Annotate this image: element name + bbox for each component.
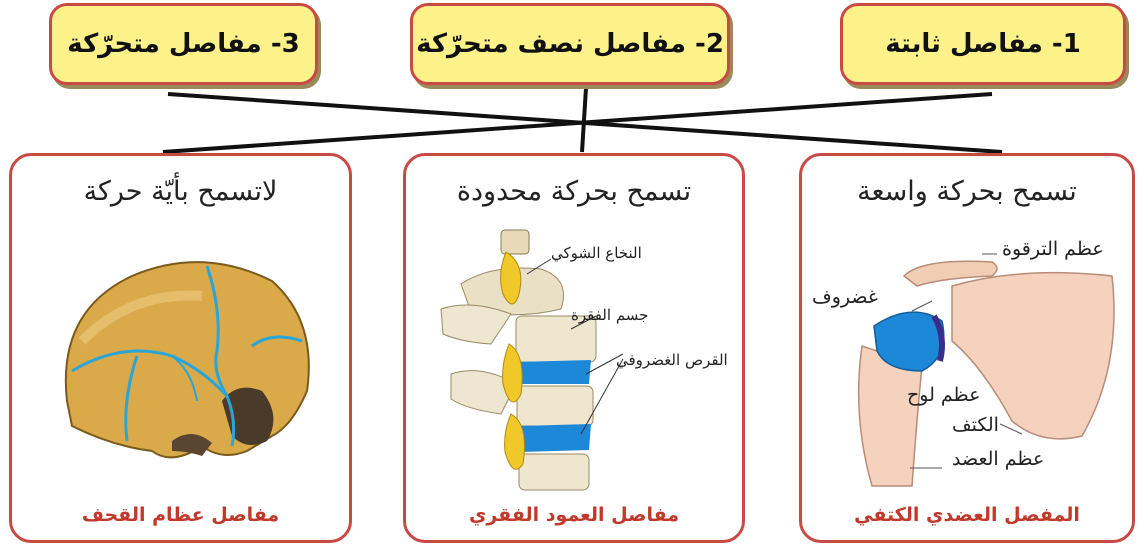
label-scapula-1: عظم لوح [907, 384, 981, 406]
spine-illustration [440, 229, 624, 491]
card-caption: المفصل العضدي الكتفي [854, 504, 1080, 526]
skull-illustration [64, 261, 310, 459]
header-semi-movable-joints: 2- مفاصل نصف متحرّكة [410, 3, 730, 85]
label-disc: القرص الغضروفي [616, 351, 728, 369]
card-caption: مفاصل العمود الفقري [468, 504, 680, 526]
card-spine-joint: تسمح بحركة محدودة النخاع الشوكي جسم الفق… [403, 153, 745, 543]
label-clavicle: عظم الترقوة [1002, 238, 1104, 260]
card-title: لاتسمح بأيّة حركة [83, 176, 278, 207]
label-humerus: عظم العضد [952, 448, 1045, 470]
shoulder-illustration [857, 253, 1115, 487]
header-semi-movable-joints-label: 2- مفاصل نصف متحرّكة [416, 29, 724, 59]
header-movable-joints: 3- مفاصل متحرّكة [49, 3, 318, 85]
connector-lines [162, 87, 1003, 154]
card-title: تسمح بحركة واسعة [857, 176, 1077, 207]
card-title: تسمح بحركة محدودة [456, 176, 692, 207]
label-spinal-cord: النخاع الشوكي [551, 244, 642, 262]
label-scapula-2: الكتف [952, 414, 999, 436]
header-fixed-joints-label: 1- مفاصل ثابتة [885, 29, 1081, 59]
card-caption: مفاصل عظام القحف [81, 504, 280, 526]
label-cartilage: غضروف [812, 286, 878, 308]
card-shoulder-joint: تسمح بحركة واسعة عظم الترقوة غضروف عظم ل… [799, 153, 1135, 543]
header-movable-joints-label: 3- مفاصل متحرّكة [67, 29, 300, 59]
header-fixed-joints: 1- مفاصل ثابتة [840, 3, 1126, 85]
label-vertebra-body: جسم الفقرة [571, 306, 649, 324]
card-skull-joint: لاتسمح بأيّة حركة مفاصل عظام القحف [9, 153, 352, 543]
